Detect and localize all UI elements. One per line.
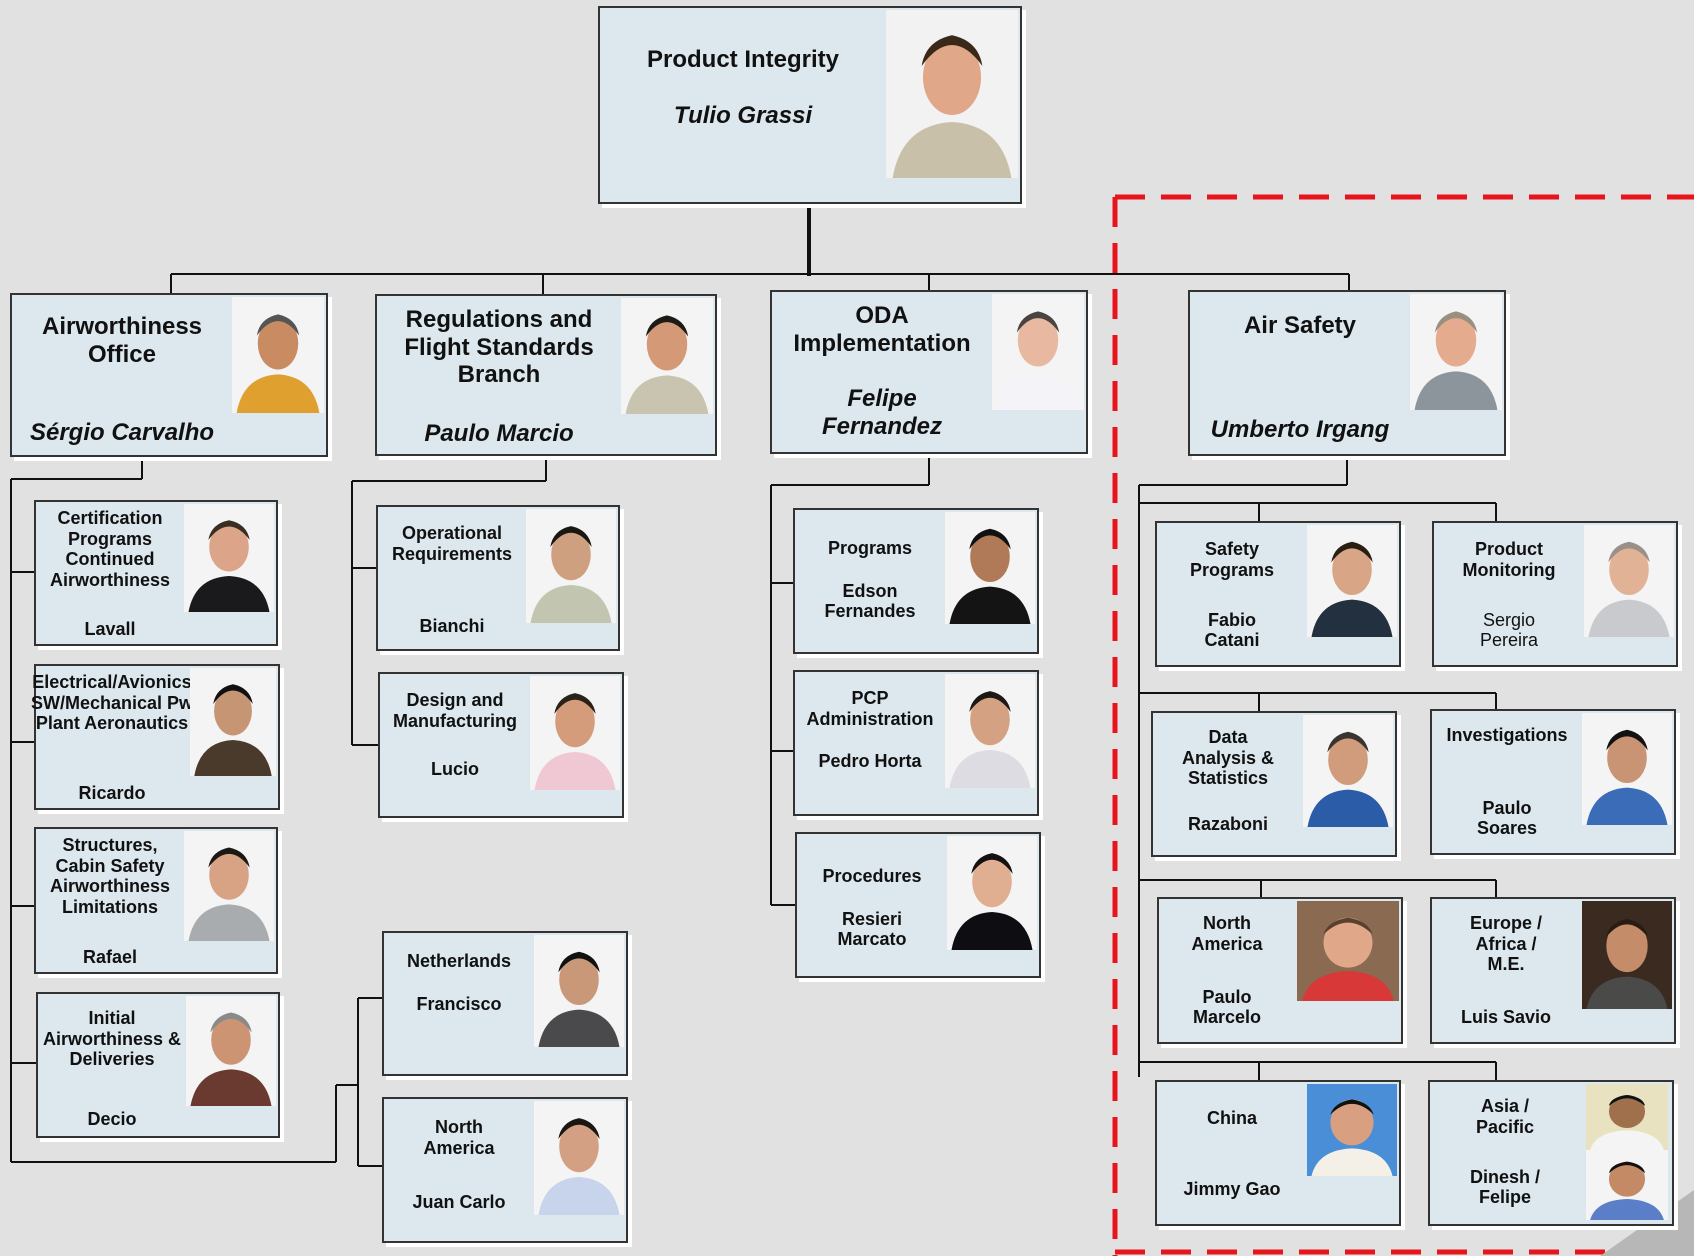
box-name: Lavall xyxy=(84,619,136,640)
person-photo-icon xyxy=(1582,713,1672,825)
box-title: Electrical/Avionics SW/Mechanical Pw Pla… xyxy=(30,672,194,734)
person-photo-icon xyxy=(1297,901,1399,1001)
box-title: Procedures xyxy=(822,866,922,886)
box-title: Asia / Pacific xyxy=(1475,1096,1535,1137)
org-box-europe-africa-me: Europe / Africa / M.E. Luis Savio xyxy=(1430,897,1676,1044)
box-name: Umberto Irgang xyxy=(1210,416,1390,444)
person-photo-icon xyxy=(1303,715,1393,827)
person-photo-icon xyxy=(1307,1084,1397,1176)
box-title: Netherlands xyxy=(406,951,512,971)
org-box-china: China Jimmy Gao xyxy=(1155,1080,1401,1226)
org-box-data-analysis: Data Analysis & Statistics Razaboni xyxy=(1151,711,1397,857)
box-title: Investigations xyxy=(1446,725,1568,745)
person-photo-icon xyxy=(1584,525,1674,637)
org-box-certification: Certification Programs Continued Airwort… xyxy=(34,500,278,646)
box-name: Edson Fernandes xyxy=(824,580,916,622)
box-title: Data Analysis & Statistics xyxy=(1181,727,1275,789)
person-photo-icon xyxy=(1586,1150,1668,1220)
person-photo-icon xyxy=(1582,901,1672,1009)
box-name: Sérgio Carvalho xyxy=(29,419,215,447)
box-name: Dinesh / Felipe xyxy=(1469,1166,1540,1208)
org-box-airworthiness-office: Airworthiness Office Sérgio Carvalho xyxy=(10,293,328,457)
org-box-netherlands: Netherlands Francisco xyxy=(382,931,628,1076)
box-title: Initial Airworthiness & Deliveries xyxy=(42,1008,182,1070)
box-title: China xyxy=(1206,1108,1257,1128)
org-box-pcp-administration: PCP Administration Pedro Horta xyxy=(793,670,1039,816)
box-name: Pedro Horta xyxy=(818,751,922,772)
org-box-regulations: Regulations and Flight Standards Branch … xyxy=(375,294,717,456)
box-name: Jimmy Gao xyxy=(1183,1179,1281,1200)
person-photo-icon xyxy=(947,836,1037,950)
person-photo-icon xyxy=(184,504,274,612)
box-name: Sergio Pereira xyxy=(1479,609,1539,651)
org-box-product-integrity: Product Integrity Tulio Grassi xyxy=(598,6,1022,204)
box-title: Europe / Africa / M.E. xyxy=(1469,913,1542,975)
person-photo-icon xyxy=(1307,525,1397,637)
box-name: Rafael xyxy=(82,947,138,968)
box-title: Design and Manufacturing xyxy=(393,690,517,731)
org-box-programs: Programs Edson Fernandes xyxy=(793,508,1039,654)
org-box-design-manufacturing: Design and Manufacturing Lucio xyxy=(378,672,624,818)
person-photo-icon xyxy=(886,10,1018,178)
box-title: Operational Requirements xyxy=(391,523,513,564)
org-box-north-america-safety: North America Paulo Marcelo xyxy=(1157,897,1403,1044)
box-title: Certification Programs Continued Airwort… xyxy=(49,508,171,591)
box-name: Paulo Marcio xyxy=(424,420,574,448)
box-name: Resieri Marcato xyxy=(837,908,907,950)
person-photo-icon xyxy=(190,668,276,776)
box-title: North America xyxy=(1191,913,1263,954)
box-name: Luis Savio xyxy=(1460,1007,1552,1028)
org-box-asia-pacific: Asia / Pacific Dinesh / Felipe xyxy=(1428,1080,1674,1226)
org-box-air-safety: Air Safety Umberto Irgang xyxy=(1188,290,1506,456)
box-title: Air Safety xyxy=(1243,312,1357,339)
org-box-product-monitoring: Product Monitoring Sergio Pereira xyxy=(1432,521,1678,667)
box-name: Paulo Marcelo xyxy=(1192,986,1262,1028)
org-box-structures: Structures, Cabin Safety Airworthiness L… xyxy=(34,827,278,974)
org-box-oda-implementation: ODA Implementation Felipe Fernandez xyxy=(770,290,1088,454)
person-photo-icon xyxy=(621,298,713,414)
box-name: Paulo Soares xyxy=(1476,797,1538,839)
org-box-operational-requirements: Operational Requirements Bianchi xyxy=(376,505,620,651)
person-photo-icon xyxy=(1586,1084,1668,1150)
box-name: Decio xyxy=(87,1109,137,1130)
person-photo-icon xyxy=(534,1101,624,1215)
box-title: Product Integrity xyxy=(646,46,839,73)
box-title: ODA Implementation xyxy=(793,302,971,357)
org-box-investigations: Investigations Paulo Soares xyxy=(1430,709,1676,855)
person-photo-icon xyxy=(184,831,274,941)
box-title: Regulations and Flight Standards Branch xyxy=(404,306,594,389)
person-photo-icon xyxy=(232,297,324,413)
org-box-electrical-avionics: Electrical/Avionics SW/Mechanical Pw Pla… xyxy=(31,664,280,810)
person-photo-icon xyxy=(526,509,616,623)
box-title: Safety Programs xyxy=(1189,539,1275,580)
box-name: Tulio Grassi xyxy=(673,101,813,129)
org-box-procedures: Procedures Resieri Marcato xyxy=(795,832,1041,978)
person-photo-icon xyxy=(186,996,276,1106)
org-box-initial-airworthiness: Initial Airworthiness & Deliveries Decio xyxy=(36,992,280,1138)
box-title: PCP Administration xyxy=(806,688,934,729)
box-name: Razaboni xyxy=(1187,814,1268,835)
box-name: Fabio Catani xyxy=(1204,609,1260,651)
box-name: Ricardo xyxy=(78,783,146,804)
box-name: Felipe Fernandez xyxy=(821,385,943,440)
box-title: Structures, Cabin Safety Airworthiness L… xyxy=(49,835,171,918)
org-box-safety-programs: Safety Programs Fabio Catani xyxy=(1155,521,1401,667)
person-photo-icon xyxy=(530,676,620,790)
box-title: Airworthiness Office xyxy=(41,313,203,368)
org-box-north-america-reg: North America Juan Carlo xyxy=(382,1097,628,1243)
person-photo-icon xyxy=(992,294,1084,410)
box-name: Bianchi xyxy=(419,616,485,637)
person-photo-icon xyxy=(945,674,1035,788)
box-title: Product Monitoring xyxy=(1462,539,1556,580)
box-name: Lucio xyxy=(431,759,479,780)
person-photo-icon xyxy=(945,512,1035,624)
box-name: Francisco xyxy=(416,993,502,1014)
box-title: North America xyxy=(423,1117,495,1158)
person-photo-icon xyxy=(1410,294,1502,410)
person-photo-icon xyxy=(534,935,624,1047)
box-title: Programs xyxy=(827,538,913,558)
box-name: Juan Carlo xyxy=(412,1192,506,1213)
